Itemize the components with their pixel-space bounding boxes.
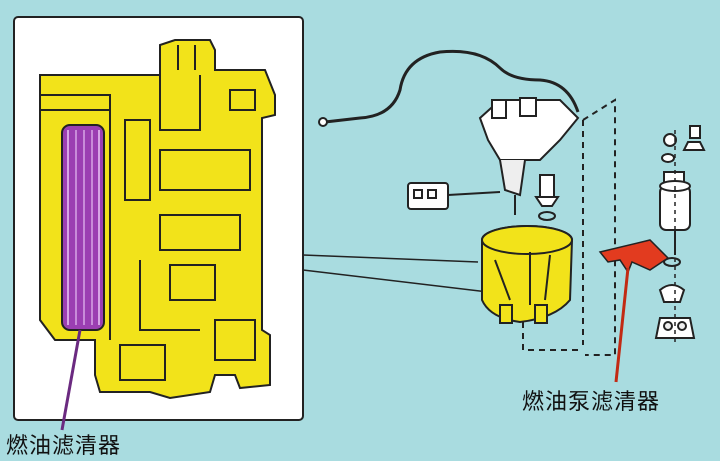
- fuel-filter-leader: [60, 329, 82, 431]
- fuel-pump-filter-label: 燃油泵滤清器: [522, 390, 661, 415]
- pump-housing-assembly: [481, 225, 574, 324]
- pump-motor-parts: [654, 125, 706, 339]
- zoom-line-top: [302, 254, 479, 263]
- wire-connector: [407, 182, 501, 210]
- fuel-pump-filter-leader: [614, 267, 630, 383]
- zoom-line-bottom: [302, 269, 489, 293]
- fuel-filter-label: 燃油滤清器: [6, 434, 122, 459]
- fuel-filter-element: [61, 124, 105, 331]
- fitting: [534, 174, 560, 221]
- pump-cover: [478, 97, 580, 215]
- alignment-dashes: [522, 98, 616, 356]
- fuel-pump-filter-part: [598, 239, 670, 274]
- fuel-line-hose: [324, 49, 580, 124]
